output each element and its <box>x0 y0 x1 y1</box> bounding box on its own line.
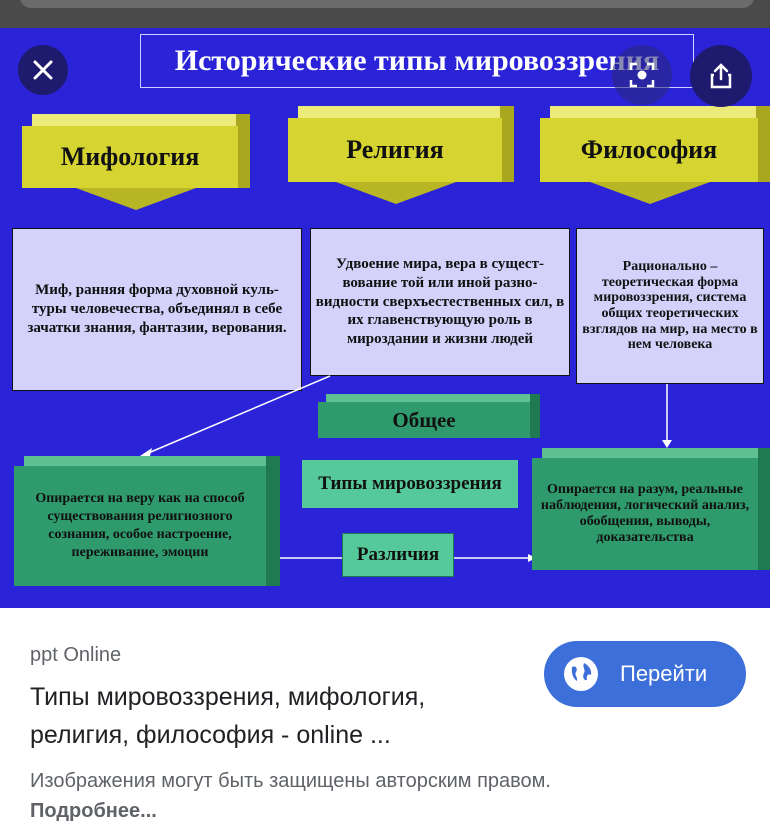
lens-button[interactable] <box>612 45 672 105</box>
right-green-box: Опирается на разум, реальные наблюдения,… <box>532 448 770 570</box>
type-box-religion: Религия <box>288 106 514 182</box>
type-box-philosophy: Философия <box>540 106 770 182</box>
share-button[interactable] <box>690 45 752 107</box>
copyright-notice: Изображения могут быть защищены авторски… <box>30 770 551 792</box>
description-mythology: Миф, ранняя форма духовной куль-туры чел… <box>12 228 302 391</box>
go-button-label: Перейти <box>620 661 708 686</box>
top-search-pill[interactable] <box>20 0 754 8</box>
slide-image[interactable]: Исторические типы мировоззрения Мифологи… <box>0 28 770 608</box>
lens-icon <box>629 62 655 88</box>
close-icon <box>33 60 53 80</box>
arrow-down-mythology <box>76 188 196 210</box>
left-green-box: Опирается на веру как на способ существо… <box>14 456 280 586</box>
type-label-religion: Религия <box>288 118 502 182</box>
arrow-down-religion <box>336 182 456 204</box>
common-box: Общее <box>318 394 540 438</box>
left-green-text: Опирается на веру как на способ существо… <box>14 466 266 586</box>
go-button[interactable]: Перейти <box>544 641 746 707</box>
globe-icon <box>564 657 598 691</box>
more-link[interactable]: Подробнее... <box>30 800 157 822</box>
description-religion: Удвоение мира, вера в сущест-вование той… <box>310 228 570 376</box>
slide-title: Исторические типы мировоззрения <box>140 34 694 88</box>
type-label-philosophy: Философия <box>540 118 758 182</box>
description-philosophy: Рационально – теоретическая форма мирово… <box>576 228 764 384</box>
result-title[interactable]: Типы мировоззрения, мифология, религия, … <box>30 683 426 749</box>
type-box-mythology: Мифология <box>22 114 250 188</box>
center-label: Типы мировоззрения <box>302 460 518 508</box>
differences-label: Различия <box>342 533 454 577</box>
right-green-text: Опирается на разум, реальные наблюдения,… <box>532 458 758 570</box>
close-button[interactable] <box>18 45 68 95</box>
top-strip <box>0 0 770 28</box>
type-label-mythology: Мифология <box>22 126 238 188</box>
arrow-down-philosophy <box>590 182 710 204</box>
share-icon <box>710 63 732 89</box>
common-label: Общее <box>318 402 530 438</box>
source-name: ppt Online <box>30 644 122 666</box>
